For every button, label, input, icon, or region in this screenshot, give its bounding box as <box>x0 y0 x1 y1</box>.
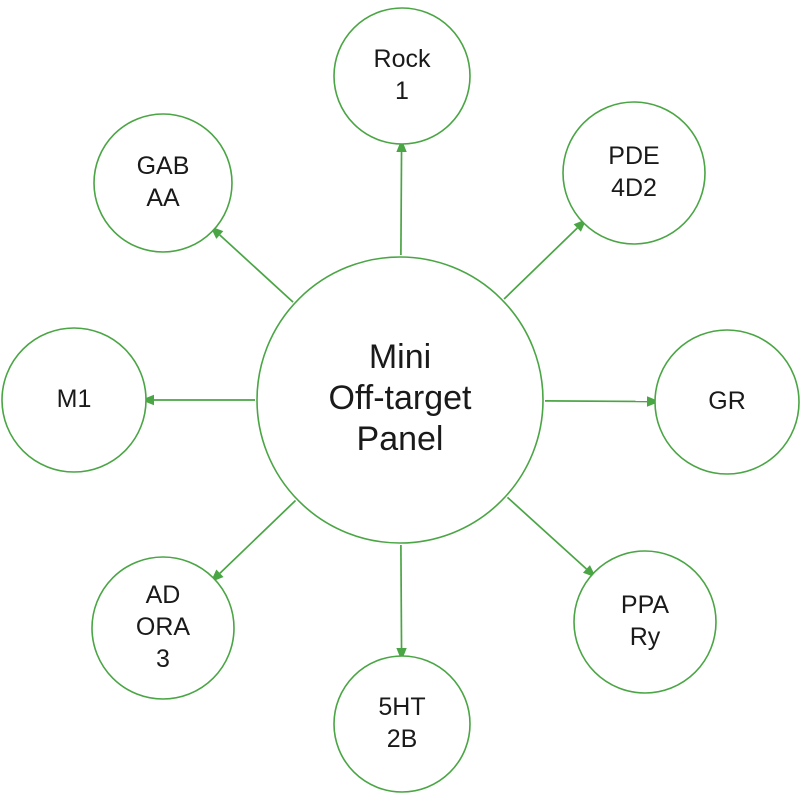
edge-hub-to-rock1 <box>396 138 407 256</box>
node-circle-gabaa[interactable] <box>93 113 233 253</box>
node-label-m1: M1 <box>57 385 92 413</box>
arrow-head-gr <box>646 396 661 407</box>
edge-line-pde4d2 <box>503 227 578 300</box>
edges-layer <box>141 138 661 662</box>
edge-hub-to-5ht2b <box>396 544 407 662</box>
node-circle-m1[interactable] <box>1 327 147 473</box>
node-m1[interactable]: M1 <box>1 327 147 473</box>
node-circle-gr[interactable] <box>654 329 800 475</box>
node-gr[interactable]: GR <box>654 329 800 475</box>
node-circle-rock1[interactable] <box>333 7 471 145</box>
node-circle-5ht2b[interactable] <box>333 655 471 793</box>
edge-hub-to-m1 <box>141 394 255 406</box>
node-label-gr: GR <box>708 387 746 415</box>
arrow-head-5ht2b <box>396 647 407 662</box>
edge-hub-to-adora3 <box>210 499 297 583</box>
edge-line-rock1 <box>400 151 403 256</box>
edge-line-adora3 <box>219 499 297 574</box>
edge-line-gabaa <box>219 234 294 303</box>
arrow-head-rock1 <box>396 138 407 153</box>
edge-line-5ht2b <box>400 544 403 649</box>
node-circle-ppary[interactable] <box>573 550 717 694</box>
node-circle-adora3[interactable] <box>91 556 235 700</box>
edge-hub-to-pde4d2 <box>503 218 587 300</box>
edge-line-ppary <box>506 496 588 570</box>
hub-circle[interactable] <box>256 256 544 544</box>
edge-hub-to-gr <box>544 396 661 407</box>
edge-hub-to-ppary <box>506 496 597 578</box>
edge-line-gr <box>544 400 648 403</box>
edge-hub-to-gabaa <box>210 226 294 303</box>
arrow-head-m1 <box>141 394 154 406</box>
node-circle-pde4d2[interactable] <box>562 101 706 245</box>
